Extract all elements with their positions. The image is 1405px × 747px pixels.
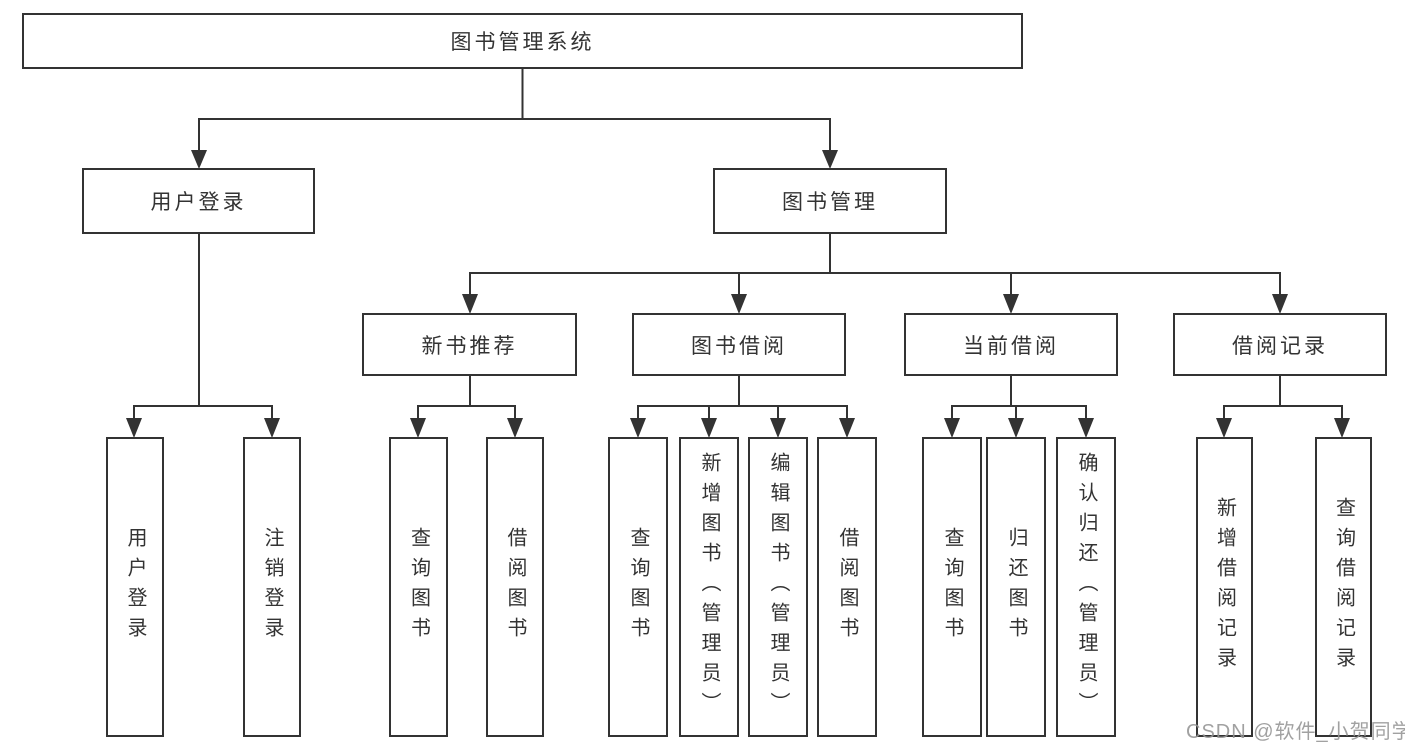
leaf-label: 借阅图书: [836, 527, 858, 647]
node-root: 图书管理系统: [22, 13, 1023, 69]
leaf-add-borrow-record: 新增借阅记录: [1196, 437, 1253, 737]
leaf-label: 查询借阅记录: [1332, 497, 1355, 677]
leaf-label: 确认归还（管理员）: [1075, 452, 1097, 722]
leaf-label: 借阅图书: [504, 527, 526, 647]
leaf-borrow-book: 借阅图书: [817, 437, 877, 737]
leaf-borrow-query-book: 查询图书: [608, 437, 668, 737]
leaf-label: 查询图书: [941, 527, 963, 647]
leaf-label: 编辑图书（管理员）: [767, 452, 789, 722]
leaf-current-query-book: 查询图书: [922, 437, 982, 737]
leaf-return-book: 归还图书: [986, 437, 1046, 737]
leaf-recommend-borrow-book: 借阅图书: [486, 437, 544, 737]
leaf-label: 新增图书（管理员）: [698, 452, 720, 722]
node-new-book-recommend: 新书推荐: [362, 313, 577, 376]
node-borrow-records: 借阅记录: [1173, 313, 1387, 376]
node-user-login: 用户登录: [82, 168, 315, 234]
node-book-borrow: 图书借阅: [632, 313, 846, 376]
leaf-label: 用户登录: [124, 527, 146, 647]
leaf-label: 归还图书: [1005, 527, 1027, 647]
node-current-borrow: 当前借阅: [904, 313, 1118, 376]
leaf-label: 查询图书: [627, 527, 649, 647]
watermark: CSDN @软件_小贺同学: [1186, 721, 1405, 743]
leaf-label: 新增借阅记录: [1213, 497, 1236, 677]
leaf-logout: 注销登录: [243, 437, 301, 737]
leaf-confirm-return-admin: 确认归还（管理员）: [1056, 437, 1116, 737]
leaf-user-login: 用户登录: [106, 437, 164, 737]
leaf-query-borrow-record: 查询借阅记录: [1315, 437, 1372, 737]
leaf-recommend-query-book: 查询图书: [389, 437, 448, 737]
leaf-edit-book-admin: 编辑图书（管理员）: [748, 437, 808, 737]
node-book-management: 图书管理: [713, 168, 947, 234]
leaf-label: 查询图书: [407, 527, 430, 647]
leaf-add-book-admin: 新增图书（管理员）: [679, 437, 739, 737]
leaf-label: 注销登录: [261, 527, 283, 647]
